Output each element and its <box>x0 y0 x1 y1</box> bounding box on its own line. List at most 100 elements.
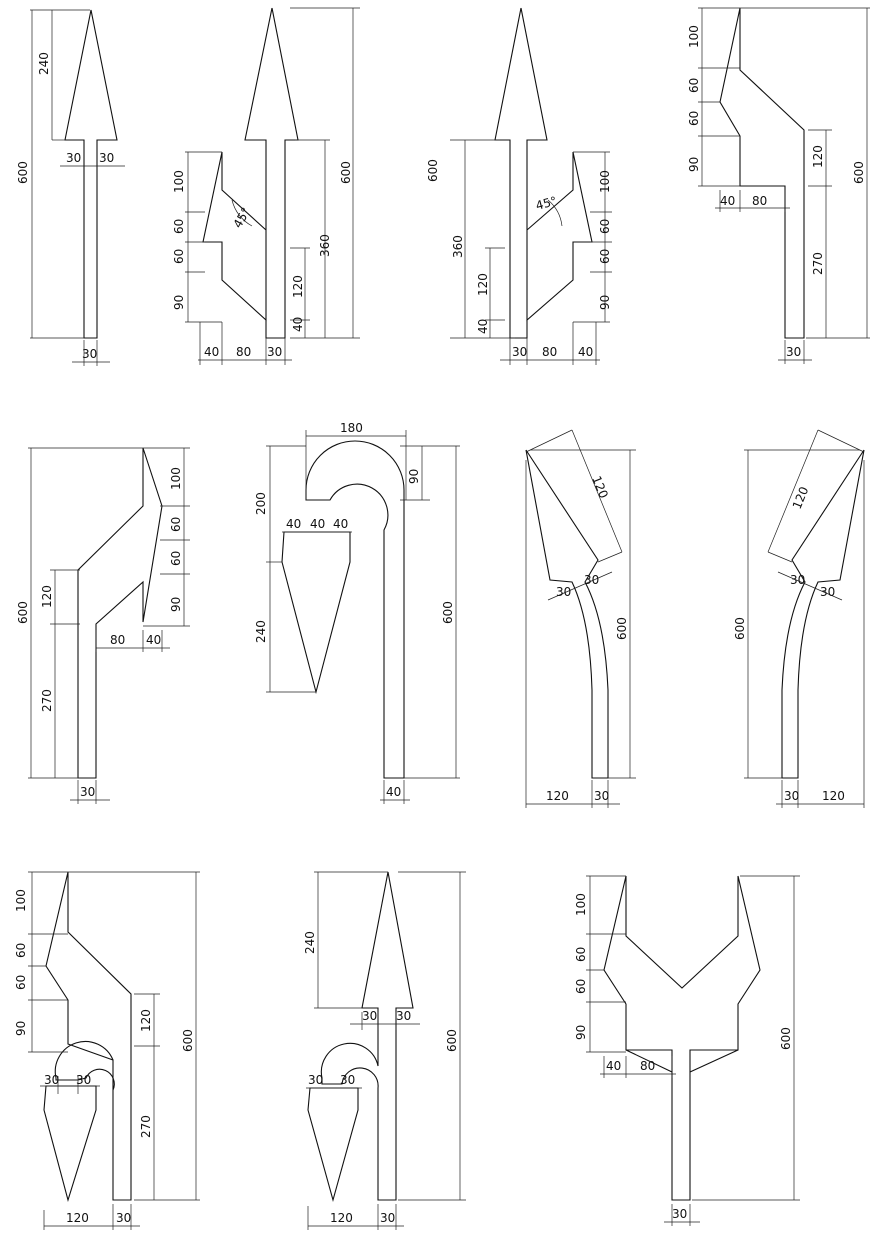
dim-label: 30 <box>116 1211 131 1225</box>
dim-label: 100 <box>172 170 186 193</box>
dim-label: 120 <box>790 485 812 511</box>
dim-label: 60 <box>172 219 186 234</box>
dim-label: 100 <box>14 889 28 912</box>
figure-u-turn-arrow: 180 200 40 40 40 240 90 600 40 <box>254 421 460 804</box>
dim-label: 30 <box>340 1073 355 1087</box>
dim-label: 90 <box>574 1025 588 1040</box>
dim-label: 120 <box>476 273 490 296</box>
dim-label: 240 <box>303 931 317 954</box>
dim-label: 40 <box>291 317 305 332</box>
dim-label: 30 <box>308 1073 323 1087</box>
dim-label: 60 <box>598 249 612 264</box>
dim-label: 180 <box>340 421 363 435</box>
dim-label: 80 <box>542 345 557 359</box>
figure-right-bend-arrow: 600 120 270 100 60 60 90 80 40 30 <box>16 447 190 804</box>
dim-label: 120 <box>589 474 611 500</box>
dim-label: 600 <box>16 161 30 184</box>
dim-label: 40 <box>720 194 735 208</box>
dim-label: 30 <box>790 573 805 587</box>
dim-label: 40 <box>310 517 325 531</box>
dim-label: 100 <box>574 893 588 916</box>
dim-label: 30 <box>380 1211 395 1225</box>
dim-label: 600 <box>181 1029 195 1052</box>
dim-label: 30 <box>672 1207 687 1221</box>
dim-label: 30 <box>76 1073 91 1087</box>
dim-label: 30 <box>820 585 835 599</box>
dim-label: 240 <box>37 52 51 75</box>
dim-label: 240 <box>254 620 268 643</box>
figure-curve-left-arrow: 120 30 30 600 120 30 <box>525 429 636 808</box>
dim-label: 120 <box>66 1211 89 1225</box>
dim-label: 120 <box>330 1211 353 1225</box>
dim-label: 40 <box>386 785 401 799</box>
dim-label: 30 <box>784 789 799 803</box>
dim-label: 360 <box>451 235 465 258</box>
dim-label: 90 <box>687 157 701 172</box>
dim-label: 120 <box>811 145 825 168</box>
dim-label: 600 <box>16 601 30 624</box>
dim-label: 40 <box>204 345 219 359</box>
dim-label: 80 <box>236 345 251 359</box>
dim-label: 90 <box>172 295 186 310</box>
dim-label: 270 <box>139 1115 153 1138</box>
dim-label: 600 <box>445 1029 459 1052</box>
dim-label: 600 <box>852 161 866 184</box>
dim-label: 90 <box>407 469 421 484</box>
dim-label: 120 <box>822 789 845 803</box>
dim-label: 30 <box>556 585 571 599</box>
dim-label: 40 <box>606 1059 621 1073</box>
dim-label: 270 <box>811 252 825 275</box>
dim-label: 60 <box>169 517 183 532</box>
dim-label: 600 <box>733 617 747 640</box>
dim-label: 40 <box>578 345 593 359</box>
dim-label: 60 <box>172 249 186 264</box>
dim-label: 45° <box>230 205 253 230</box>
dim-label: 30 <box>594 789 609 803</box>
figure-left-bend-arrow: 100 60 60 90 40 80 120 270 600 30 <box>687 7 870 364</box>
dim-label: 120 <box>546 789 569 803</box>
dim-label: 40 <box>476 319 490 334</box>
dim-label: 100 <box>687 25 701 48</box>
dim-label: 60 <box>169 551 183 566</box>
dim-label: 80 <box>640 1059 655 1073</box>
dim-label: 600 <box>615 617 629 640</box>
dim-label: 30 <box>44 1073 59 1087</box>
dim-label: 30 <box>80 785 95 799</box>
dim-label: 270 <box>40 689 54 712</box>
dim-label: 360 <box>318 234 332 257</box>
dim-label: 40 <box>333 517 348 531</box>
dim-label: 200 <box>254 492 268 515</box>
dim-label: 60 <box>574 947 588 962</box>
dim-label: 60 <box>687 111 701 126</box>
dim-label: 600 <box>426 159 440 182</box>
dim-label: 60 <box>687 78 701 93</box>
dim-label: 90 <box>598 295 612 310</box>
dim-label: 40 <box>146 633 161 647</box>
dim-label: 80 <box>110 633 125 647</box>
dim-label: 30 <box>362 1009 377 1023</box>
dim-label: 60 <box>598 219 612 234</box>
dim-label: 30 <box>584 573 599 587</box>
dim-label: 30 <box>99 151 114 165</box>
figure-curve-right-arrow: 120 30 30 600 30 120 <box>733 429 865 808</box>
figure-straight-right-arrow: 600 360 120 40 45° 100 60 60 90 30 80 40 <box>426 7 612 365</box>
dim-label: 600 <box>779 1027 793 1050</box>
dim-label: 600 <box>441 601 455 624</box>
figure-fork-arrow: 100 60 60 90 40 80 600 30 <box>574 875 800 1226</box>
dim-label: 30 <box>82 347 97 361</box>
dim-label: 60 <box>14 943 28 958</box>
dim-label: 90 <box>14 1021 28 1036</box>
dim-label: 80 <box>752 194 767 208</box>
dim-label: 60 <box>14 975 28 990</box>
dim-label: 600 <box>339 161 353 184</box>
dim-label: 120 <box>40 585 54 608</box>
figure-straight-left-arrow: 100 60 60 90 45° 600 360 120 40 40 80 30 <box>172 7 360 365</box>
figure-left-turn-u-turn-arrow: 100 60 60 90 30 30 120 270 600 120 30 <box>14 871 200 1230</box>
dim-label: 30 <box>66 151 81 165</box>
dim-label: 120 <box>291 275 305 298</box>
dim-label: 45° <box>534 194 558 213</box>
dim-label: 100 <box>169 467 183 490</box>
figure-straight-u-turn-arrow: 240 30 30 30 30 600 120 30 <box>303 871 466 1230</box>
dim-label: 60 <box>574 979 588 994</box>
